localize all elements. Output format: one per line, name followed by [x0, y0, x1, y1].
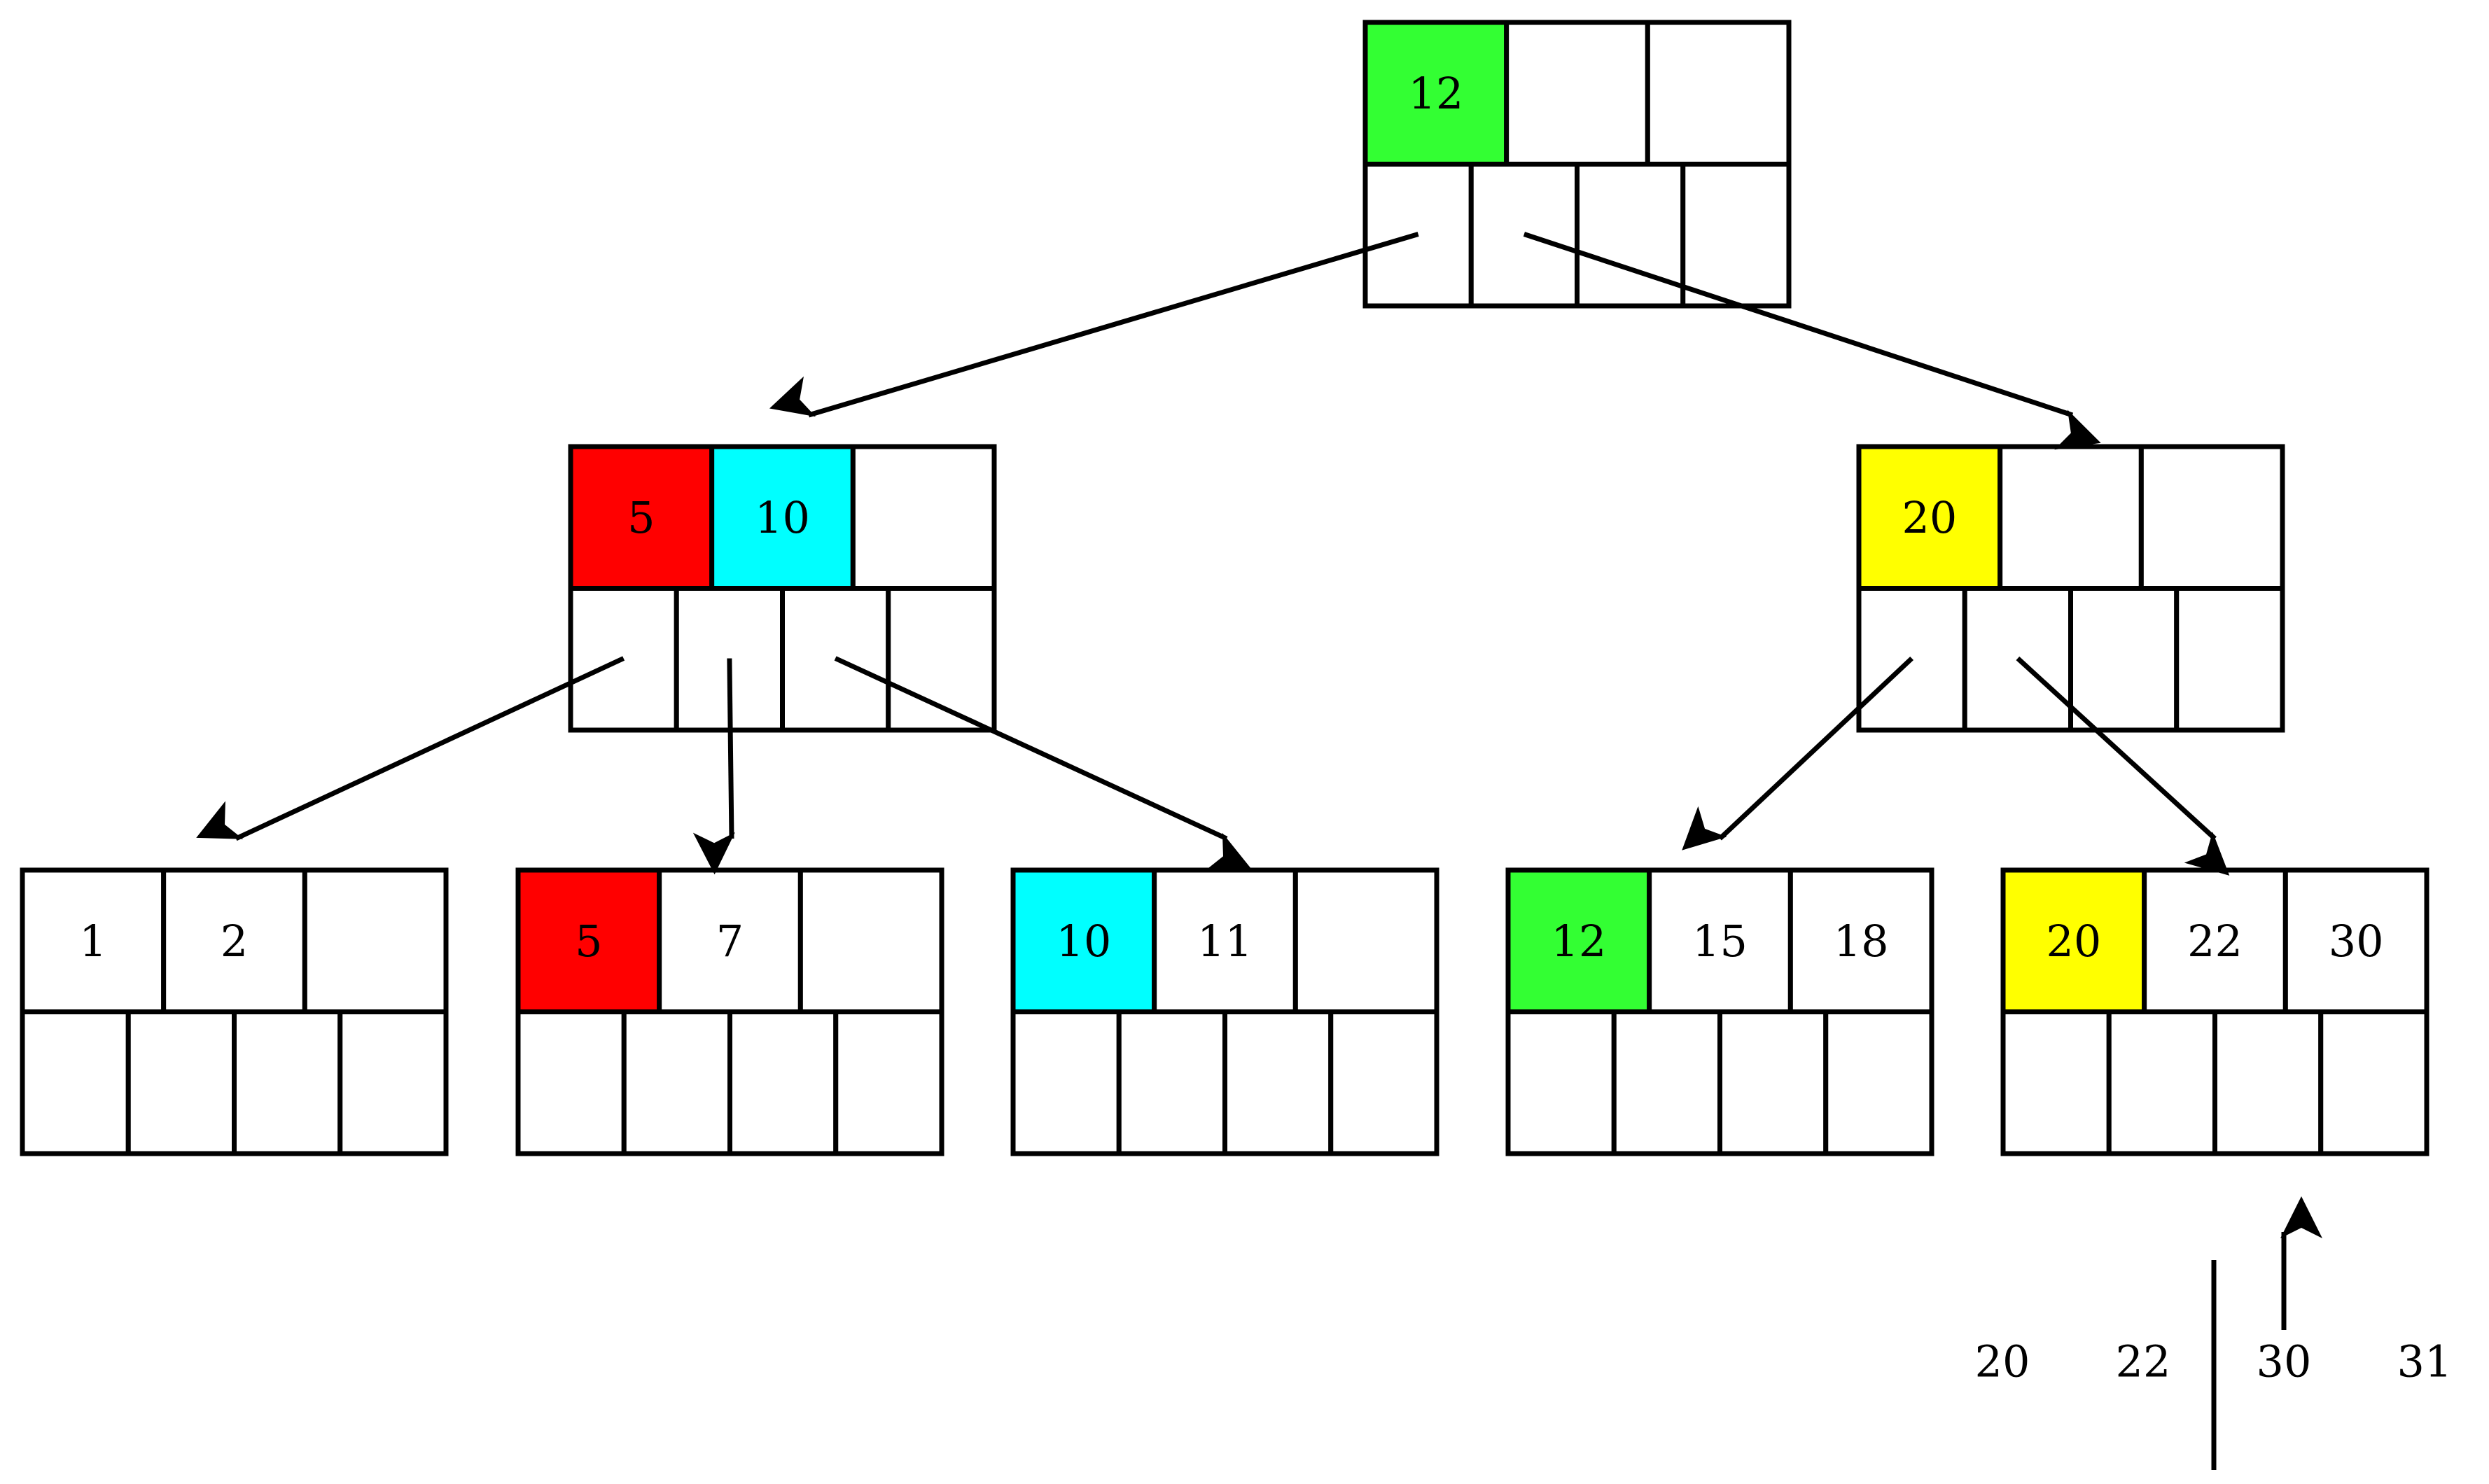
- leaf-4-key-cell-0: [2000, 867, 2147, 1014]
- leaf-1-key-1: 7: [716, 916, 744, 967]
- split-key-1: 22: [2116, 1336, 2171, 1387]
- edge-internal-0-to-leaf-1: [692, 658, 735, 875]
- edge-internal-1-to-leaf-4: [2016, 656, 2230, 876]
- internal-0-pointer-cell-2: [780, 586, 891, 733]
- root-key-0: 12: [1408, 68, 1463, 119]
- leaf-4-pointer-cell-0: [2000, 1009, 2112, 1156]
- leaf-3-key-0: 12: [1551, 916, 1606, 967]
- leaf-3-pointer-cell-2: [1717, 1009, 1829, 1156]
- leaf-3-pointer-cell-3: [1823, 1009, 1934, 1156]
- leaf-4-pointer-cell-3: [2318, 1009, 2429, 1156]
- internal-0-key-1: 10: [755, 492, 810, 543]
- leaf-1-pointer-cell-2: [727, 1009, 839, 1156]
- internal-1-key-0: 20: [1902, 492, 1957, 543]
- leaf-1-pointer-cell-0: [515, 1009, 627, 1156]
- split-key-2: 30: [2257, 1336, 2312, 1387]
- edges-layer: [196, 232, 2230, 876]
- internal-1-pointer-cell-3: [2174, 586, 2285, 733]
- leaf-3-node: 12 15 18: [1505, 867, 1934, 1156]
- leaf-3-key-1: 15: [1692, 916, 1748, 967]
- edge-internal-0-to-leaf-2: [834, 656, 1252, 872]
- root-key-cell-1: [1504, 20, 1650, 167]
- leaf-1-key-0: 5: [575, 916, 602, 967]
- leaf-2-key-1: 11: [1197, 916, 1253, 967]
- internal-0-key-cell-2: [850, 444, 997, 591]
- leaf-0-pointer-cell-0: [20, 1009, 131, 1156]
- leaf-1-pointer-cell-3: [833, 1009, 944, 1156]
- leaf-2-pointer-cell-3: [1328, 1009, 1439, 1156]
- split-key-0: 20: [1975, 1336, 2030, 1387]
- internal-1-key-cell-1: [1998, 444, 2144, 591]
- internal-1-node: 20: [1856, 444, 2285, 733]
- leaf-4-key-1: 22: [2187, 916, 2243, 967]
- leaf-3-key-cell-1: [1647, 867, 1793, 1014]
- leaf-4-key-0: 20: [2046, 916, 2101, 967]
- leaf-4-key-cell-1: [2142, 867, 2288, 1014]
- leaf-1-key-cell-2: [797, 867, 944, 1014]
- leaf-2-node: 10 11: [1010, 867, 1439, 1156]
- leaf-2-key-0: 10: [1056, 916, 1111, 967]
- leaf-2-pointer-cell-0: [1010, 1009, 1122, 1156]
- leaf-0-key-0: 1: [79, 916, 106, 967]
- internal-1-key-cell-2: [2138, 444, 2285, 591]
- root-key-cell-2: [1645, 20, 1792, 167]
- internal-0-node: 5 10: [568, 444, 997, 733]
- edge-internal-0-to-leaf-0: [196, 656, 625, 841]
- internal-1-key-cell-0: [1856, 444, 2003, 591]
- leaf-1-pointer-cell-1: [621, 1009, 732, 1156]
- internal-0-key-0: 5: [627, 492, 655, 543]
- root-pointer-cell-3: [1680, 162, 1792, 309]
- leaf-1-key-cell-1: [657, 867, 803, 1014]
- internal-1-pointer-cell-2: [2068, 586, 2180, 733]
- leaf-0-key-cell-2: [302, 867, 449, 1014]
- leaf-0-pointer-cell-1: [125, 1009, 237, 1156]
- leaf-0-pointer-cell-3: [337, 1009, 449, 1156]
- root-pointer-cell-2: [1575, 162, 1686, 309]
- split-demo: 20 22 30 31: [1975, 1196, 2453, 1470]
- leaf-4-node: 20 22 30: [2000, 867, 2429, 1156]
- edge-root-to-internal-0: [769, 232, 1419, 418]
- leaf-2-key-cell-2: [1292, 867, 1439, 1014]
- leaf-2-pointer-cell-1: [1116, 1009, 1227, 1156]
- leaf-2-pointer-cell-2: [1222, 1009, 1334, 1156]
- leaf-3-pointer-cell-1: [1611, 1009, 1722, 1156]
- leaf-0-key-cell-1: [161, 867, 307, 1014]
- leaf-3-pointer-cell-0: [1505, 1009, 1617, 1156]
- root-key-cell-0: [1362, 20, 1510, 167]
- root-node: 12: [1362, 20, 1792, 309]
- split-key-3: 31: [2397, 1336, 2453, 1387]
- edge-internal-1-to-leaf-3: [1682, 656, 1914, 850]
- leaf-4-pointer-cell-2: [2212, 1009, 2324, 1156]
- leaf-3-key-cell-0: [1505, 867, 1652, 1014]
- leaf-4-key-cell-2: [2282, 867, 2429, 1014]
- leaf-0-pointer-cell-2: [232, 1009, 343, 1156]
- leaf-3-key-2: 18: [1834, 916, 1889, 967]
- leaf-4-key-2: 30: [2329, 916, 2384, 967]
- leaf-4-pointer-cell-1: [2106, 1009, 2217, 1156]
- edge-root-to-internal-1: [1523, 232, 2101, 450]
- leaf-3-key-cell-2: [1787, 867, 1934, 1014]
- leaf-2-key-cell-0: [1010, 867, 1157, 1014]
- leaf-0-key-1: 2: [221, 916, 248, 967]
